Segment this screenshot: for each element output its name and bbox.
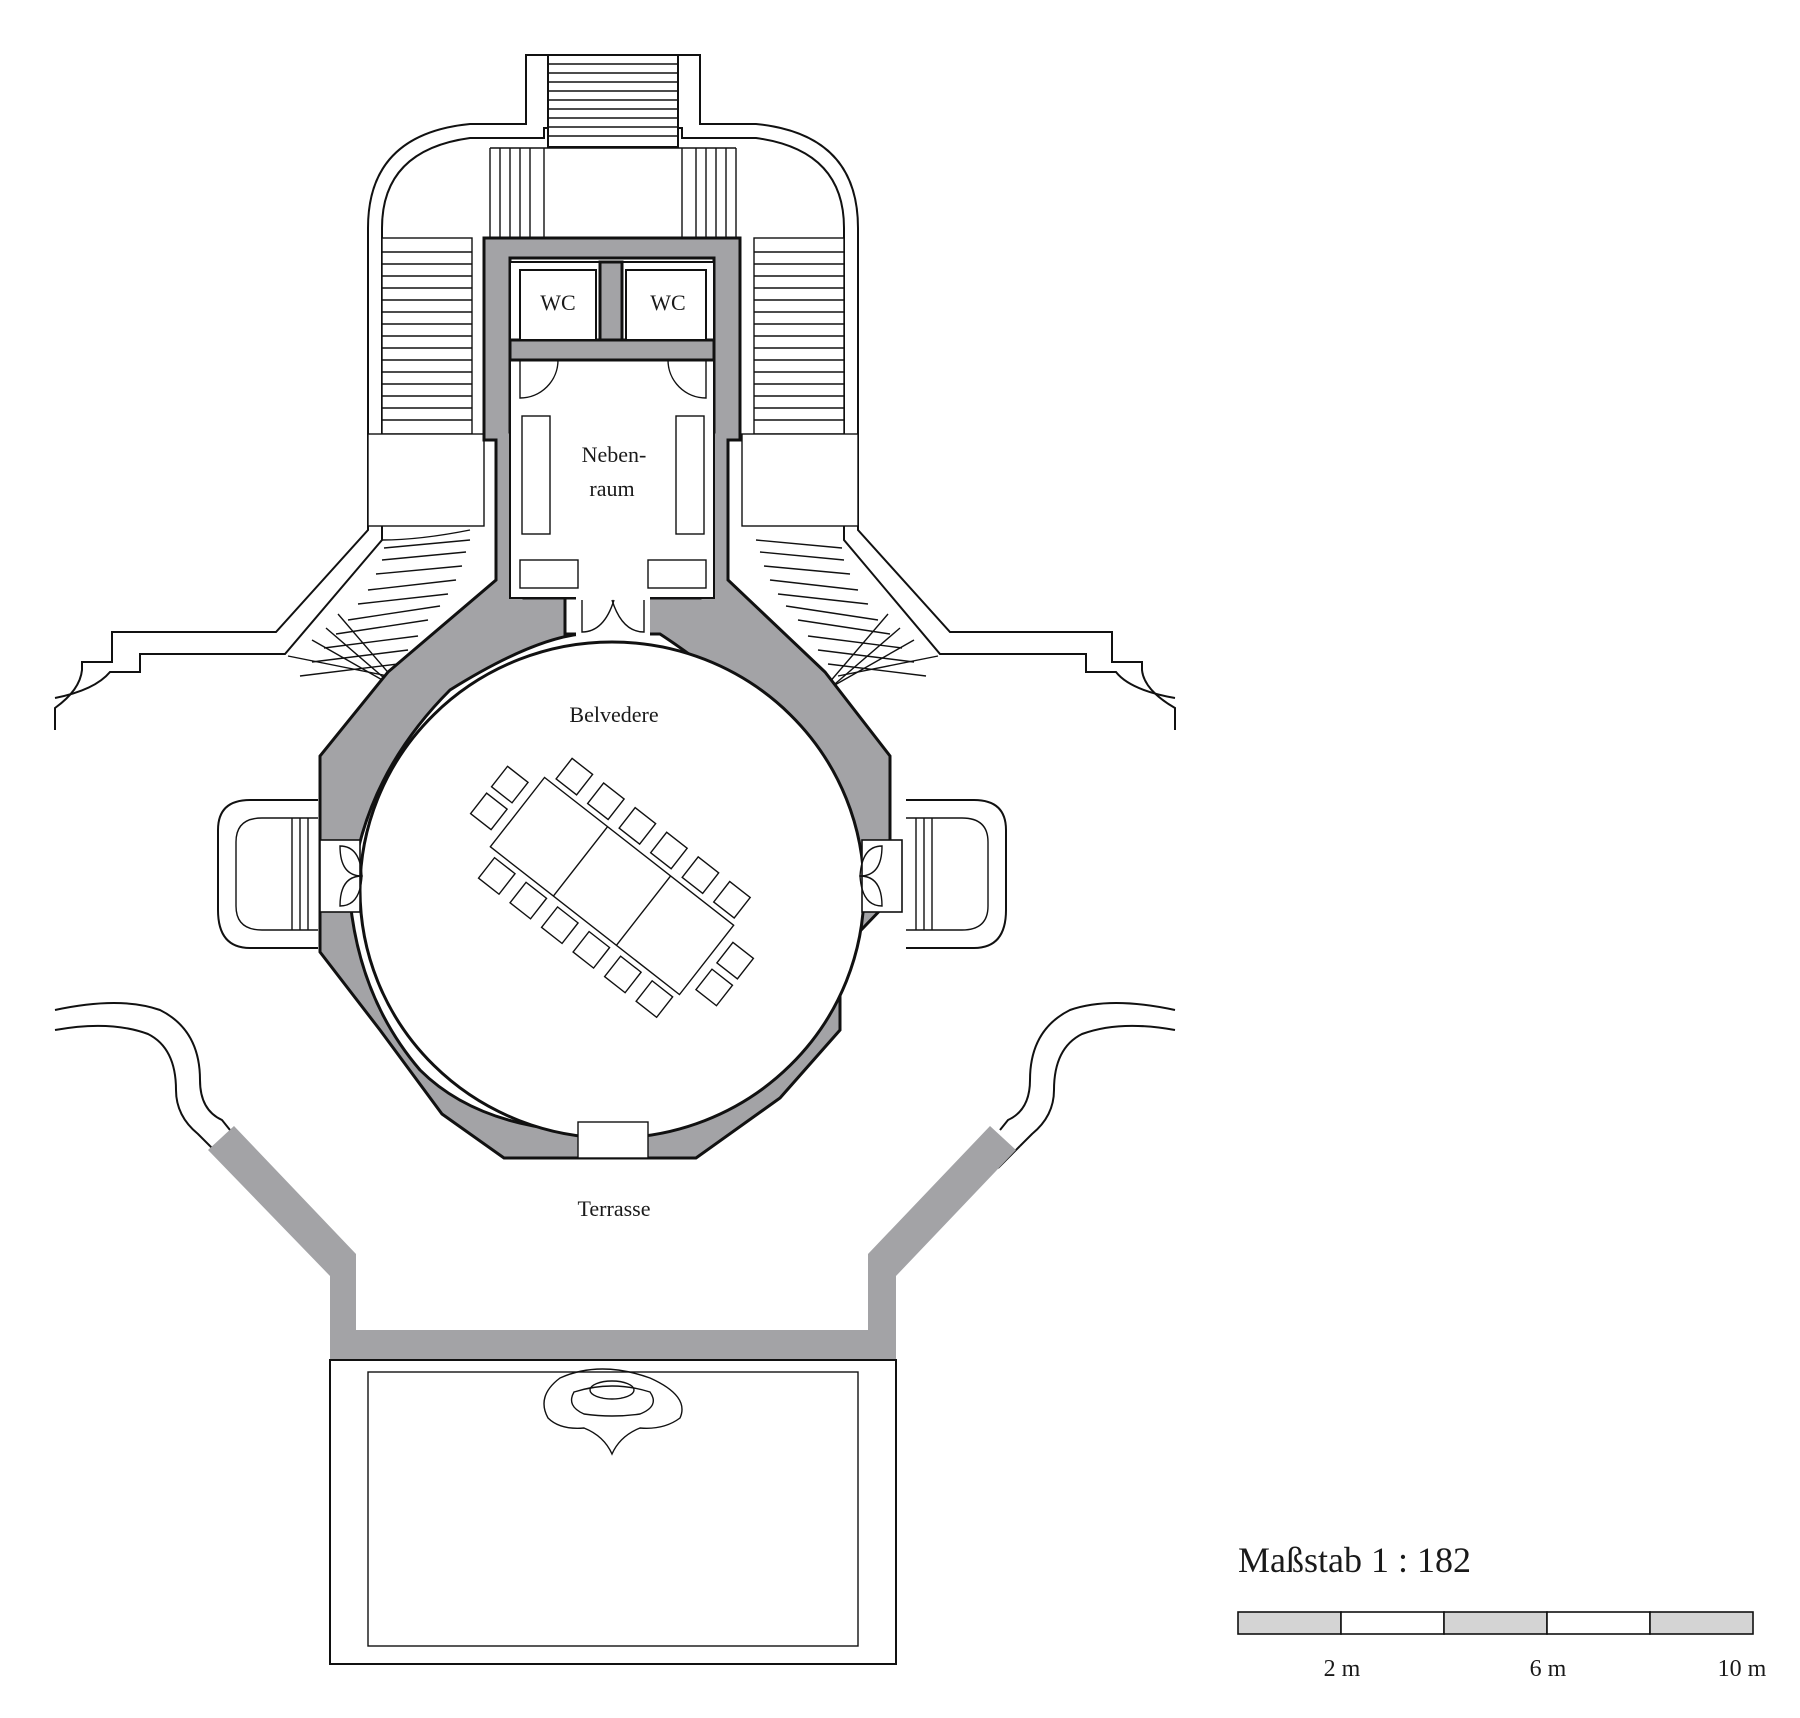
scale-segments [1237, 1611, 1754, 1635]
room-labels: WC WC Neben- raum Belvedere Terrasse [540, 290, 685, 1221]
nebenraum-room [508, 260, 716, 599]
east-balcony [859, 799, 1007, 949]
scale-tick-2: 6 m [1530, 1656, 1567, 1682]
scale-bar: Maßstab 1 : 182 2 m 6 m 10 m [1237, 1540, 1767, 1682]
scale-tick-3: 10 m [1718, 1656, 1767, 1682]
scale-segment [1649, 1611, 1754, 1635]
scale-title: Maßstab 1 : 182 [1238, 1540, 1471, 1580]
scale-segment [1340, 1611, 1445, 1635]
chairs [469, 757, 755, 1019]
label-nebenraum-2: raum [589, 476, 634, 501]
label-terrasse: Terrasse [578, 1196, 651, 1221]
label-belvedere: Belvedere [569, 702, 658, 727]
lower-terrace [54, 1002, 1176, 1665]
west-stair-treads [382, 251, 472, 421]
north-stair [489, 54, 737, 238]
scale-segment [1237, 1611, 1342, 1635]
conference-table [469, 757, 755, 1019]
scale-segment [1443, 1611, 1548, 1635]
label-wc-left: WC [540, 290, 575, 315]
label-wc-right: WC [650, 290, 685, 315]
label-nebenraum-1: Neben- [582, 442, 647, 467]
scale-segment [1546, 1611, 1651, 1635]
west-balcony [217, 799, 363, 949]
scale-tick-1: 2 m [1324, 1656, 1361, 1682]
east-stair-treads [754, 251, 844, 421]
